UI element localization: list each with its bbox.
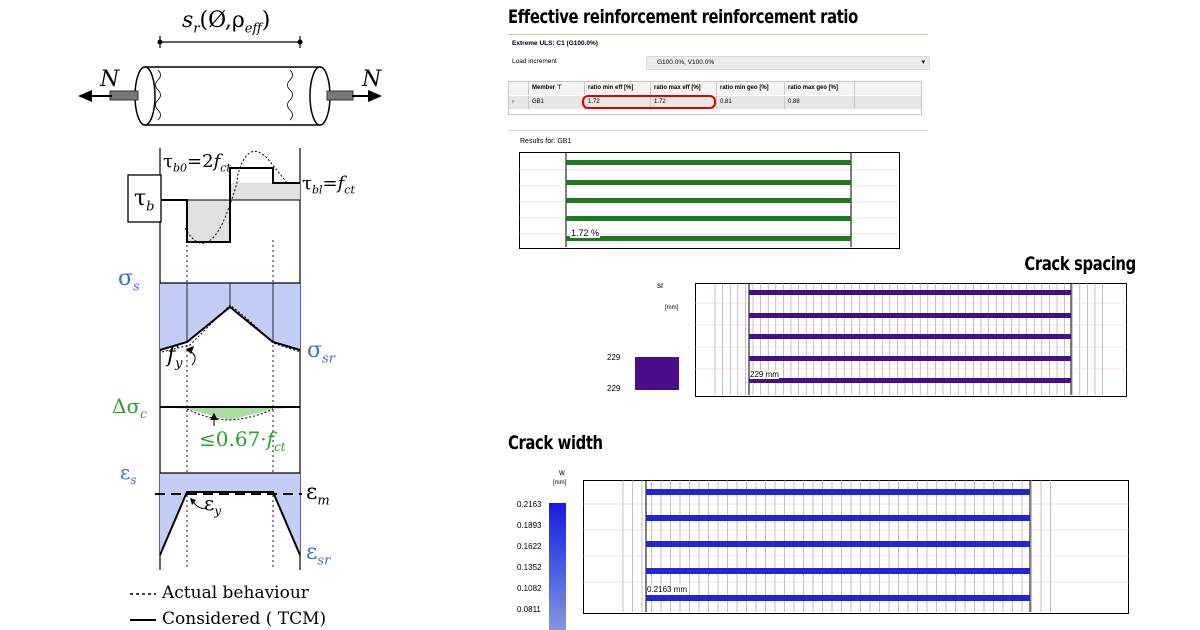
column-header-ratio-max-eff[interactable]: ratio max eff [%] bbox=[651, 82, 717, 95]
spacing-legend-swatch bbox=[635, 357, 679, 390]
spacing-legend-title: sr bbox=[657, 281, 664, 290]
panel-top-rule bbox=[508, 34, 928, 35]
ratio-chart bbox=[519, 152, 899, 247]
eps-m-label: εm bbox=[306, 480, 330, 509]
column-header-ratio-min-geo[interactable]: ratio min geo [%] bbox=[717, 82, 785, 95]
width-bar-3 bbox=[646, 541, 1030, 547]
width-chart bbox=[583, 480, 1129, 612]
fy-label: fy bbox=[167, 343, 183, 372]
width-tick-4: 0.1082 bbox=[517, 584, 542, 593]
sigma-s-label: σs bbox=[118, 266, 140, 295]
heading-effective-ratio: Effective reinforcement reinforcement ra… bbox=[508, 6, 858, 28]
spacing-value-label: 229 mm bbox=[750, 370, 779, 379]
spacing-bar-3 bbox=[749, 334, 1071, 339]
width-bar-4 bbox=[646, 568, 1030, 574]
column-header-empty bbox=[855, 82, 921, 95]
panel-bottom-rule bbox=[508, 130, 928, 131]
width-bar-2 bbox=[646, 515, 1030, 521]
expander-header bbox=[509, 82, 529, 95]
force-label-left: N bbox=[100, 67, 120, 92]
bond-stress-diagram bbox=[127, 150, 300, 244]
row-expand-icon[interactable]: › bbox=[509, 96, 529, 109]
cell-ratio-min-geo[interactable]: 0.81 bbox=[717, 96, 785, 109]
results-table: Member ⊤ ratio min eff [%] ratio max eff… bbox=[508, 81, 922, 115]
column-header-ratio-max-geo[interactable]: ratio max geo [%] bbox=[785, 82, 855, 95]
eps-s-label: εs bbox=[120, 460, 137, 487]
steel-stress-diagram bbox=[159, 282, 301, 366]
cell-ratio-min-eff[interactable]: 1.72 bbox=[585, 96, 651, 109]
chevron-down-icon: ▾ bbox=[921, 59, 925, 66]
spacing-dot-right bbox=[297, 39, 303, 45]
load-increment-value: G100.0%, V100.0% bbox=[657, 59, 715, 66]
legend-considered-label: Considered ( TCM) bbox=[162, 609, 327, 629]
force-arrowhead-right bbox=[368, 90, 382, 102]
width-tick-1: 0.1893 bbox=[517, 521, 542, 530]
panel-title: Extreme ULS: C1 (G100.0%) bbox=[512, 40, 598, 47]
width-tick-2: 0.1622 bbox=[517, 542, 542, 551]
spacing-bar-5 bbox=[749, 378, 1071, 383]
spacing-bar-4 bbox=[749, 356, 1071, 361]
width-tick-5: 0.0811 bbox=[517, 605, 541, 614]
force-label-right: N bbox=[362, 67, 382, 92]
width-bar-1 bbox=[646, 489, 1030, 495]
width-legend-unit: [mm] bbox=[553, 480, 567, 486]
tau-b0-label: τb0=2fct bbox=[163, 151, 231, 175]
ratio-bar-1 bbox=[566, 160, 851, 165]
spacing-chart bbox=[695, 283, 1127, 395]
heading-crack-width: Crack width bbox=[508, 432, 603, 454]
spacing-legend-max: 229 bbox=[607, 353, 621, 362]
legend-actual-label: Actual behaviour bbox=[162, 583, 309, 603]
width-bar-5 bbox=[646, 595, 1030, 601]
spacing-dot-left bbox=[157, 39, 163, 45]
spacing-legend-min: 229 bbox=[607, 384, 621, 393]
width-value-label: 0.2163 mm bbox=[647, 585, 688, 594]
ratio-bar-2 bbox=[566, 180, 851, 185]
filter-icon[interactable]: ⊤ bbox=[556, 85, 562, 91]
results-for-label: Results for: GB1 bbox=[520, 138, 572, 145]
concrete-stress-diagram bbox=[160, 406, 300, 426]
ratio-bar-4 bbox=[566, 216, 851, 221]
width-legend-title: w bbox=[559, 468, 565, 477]
spacing-bar-2 bbox=[749, 313, 1071, 318]
tau-bl-label: τbl=fct bbox=[302, 173, 355, 197]
eps-sr-label: εsr bbox=[306, 540, 331, 569]
tau-b-label: τb bbox=[134, 186, 155, 215]
tension-chord-diagram bbox=[78, 36, 382, 621]
strain-diagram bbox=[155, 472, 302, 556]
cell-ratio-max-eff[interactable]: 1.72 bbox=[651, 96, 717, 109]
column-header-member[interactable]: Member ⊤ bbox=[529, 82, 585, 95]
sigma-sr-label: σsr bbox=[307, 338, 335, 367]
force-arrowhead-left bbox=[78, 90, 92, 102]
spacing-bar-1 bbox=[749, 290, 1071, 295]
tension-chord-cylinder bbox=[109, 66, 354, 126]
cell-ratio-max-geo[interactable]: 0.88 bbox=[785, 96, 855, 109]
spacing-label: sr(Ø,ρeff) bbox=[182, 8, 271, 37]
heading-crack-spacing: Crack spacing bbox=[1024, 253, 1137, 275]
width-tick-0: 0.2163 bbox=[517, 500, 542, 509]
cell-member[interactable]: GB1 bbox=[529, 96, 585, 109]
delta-sigma-c-label: Δσc bbox=[112, 394, 147, 421]
highlight-oval bbox=[582, 95, 716, 109]
ratio-bar-5 bbox=[566, 236, 851, 241]
cell-empty bbox=[855, 96, 921, 109]
column-header-ratio-min-eff[interactable]: ratio min eff [%] bbox=[585, 82, 651, 95]
load-increment-label: Load increment bbox=[512, 58, 557, 65]
spacing-legend-unit: [mm] bbox=[665, 305, 679, 311]
concrete-limit-label: ≤0.67·fct bbox=[199, 427, 286, 454]
load-increment-select[interactable]: G100.0%, V100.0% ▾ bbox=[646, 56, 930, 70]
ratio-value-label: 1.72 % bbox=[570, 228, 601, 238]
eps-y-label: εy bbox=[204, 491, 222, 518]
ratio-bar-3 bbox=[566, 198, 851, 203]
width-tick-3: 0.1352 bbox=[517, 563, 542, 572]
width-legend-colorbar bbox=[549, 503, 566, 630]
results-panel: Extreme ULS: C1 (G100.0%) Load increment… bbox=[508, 34, 930, 131]
